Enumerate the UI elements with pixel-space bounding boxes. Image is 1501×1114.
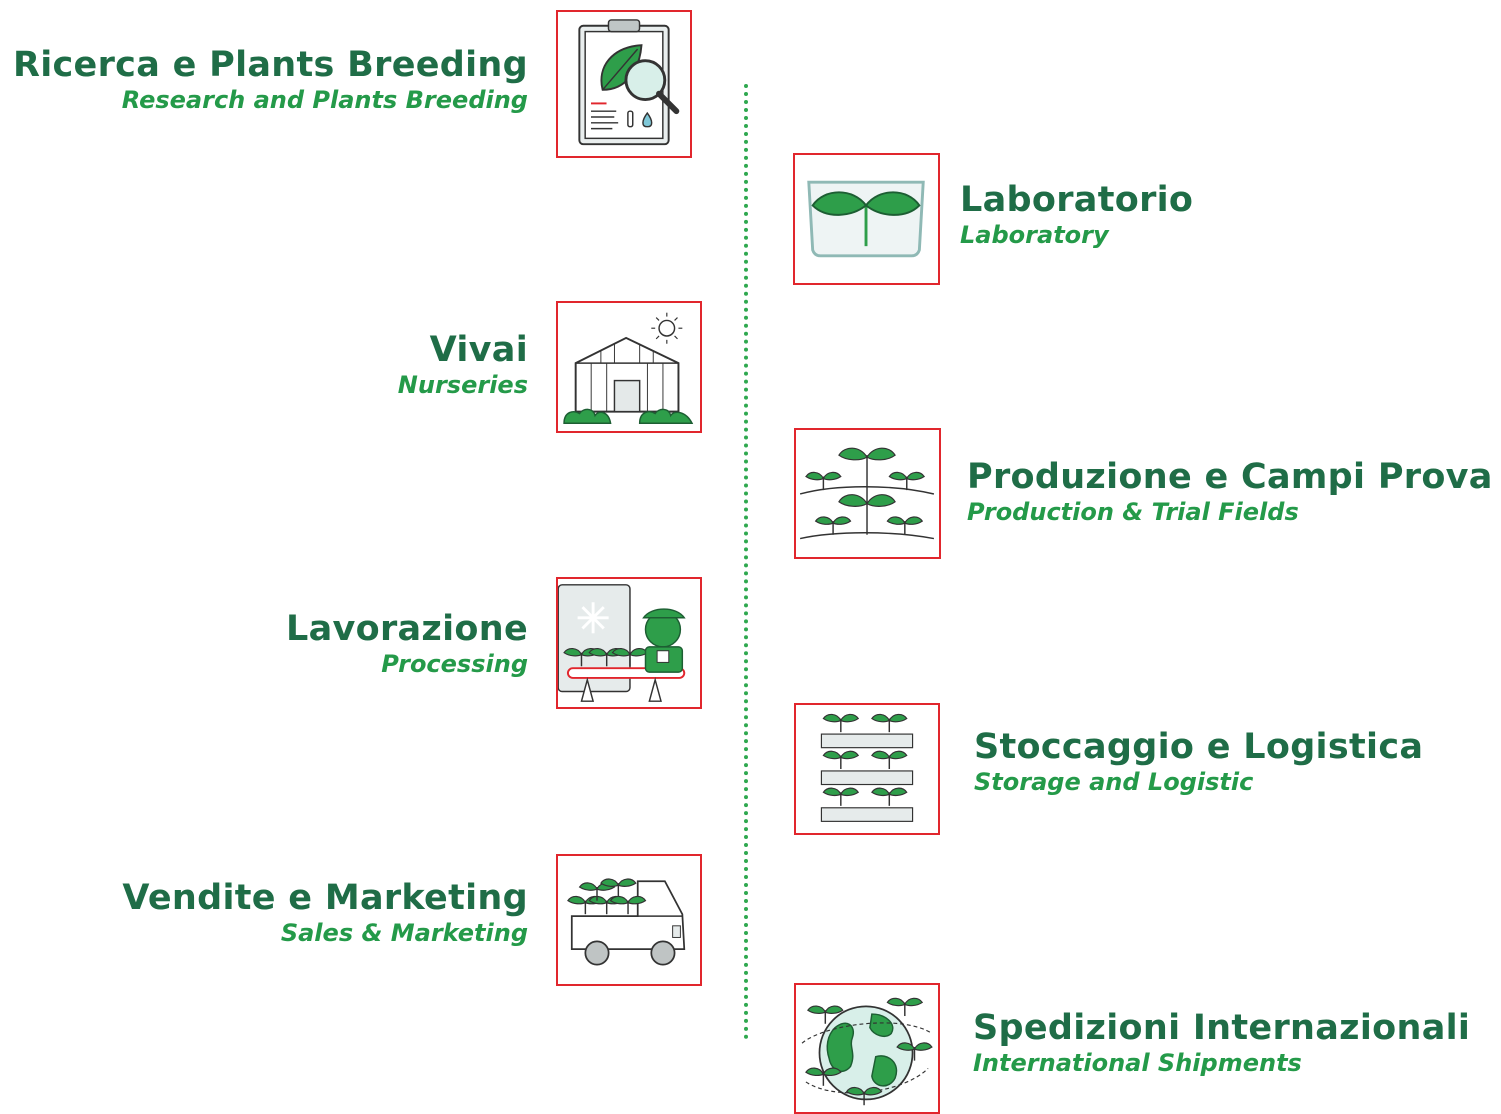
step-subtitle: Production & Trial Fields	[967, 498, 1299, 526]
step-subtitle: Nurseries	[397, 371, 528, 399]
step-subtitle: International Shipments	[973, 1049, 1302, 1077]
delivery-truck-icon	[556, 854, 702, 986]
step-vendite-label: Vendite e Marketing Sales & Marketing	[122, 878, 528, 948]
step-title: Produzione e Campi Prova	[967, 457, 1493, 497]
step-subtitle: Storage and Logistic	[974, 768, 1254, 796]
clipboard-leaf-magnifier-icon	[556, 10, 692, 158]
stacked-crates-icon	[794, 703, 940, 835]
step-vivai-label: Vivai Nurseries	[398, 330, 528, 400]
step-subtitle: Processing	[381, 650, 528, 678]
step-lavorazione-label: Lavorazione Processing	[286, 609, 528, 679]
step-laboratorio-label: Laboratorio Laboratory	[960, 180, 1193, 250]
step-title: Stoccaggio e Logistica	[974, 727, 1424, 767]
step-title: Spedizioni Internazionali	[973, 1008, 1471, 1048]
step-subtitle: Research and Plants Breeding	[121, 86, 528, 114]
step-title: Lavorazione	[285, 609, 528, 649]
step-title: Ricerca e Plants Breeding	[12, 45, 528, 85]
processing-conveyor-icon	[556, 577, 702, 709]
seedling-tray-icon	[793, 153, 940, 285]
step-title: Vendite e Marketing	[122, 878, 528, 918]
field-seedlings-icon	[794, 428, 941, 559]
step-subtitle: Sales & Marketing	[280, 919, 528, 947]
step-produzione-label: Produzione e Campi Prova Production & Tr…	[967, 457, 1493, 527]
greenhouse-icon	[556, 301, 702, 433]
step-spedizioni-label: Spedizioni Internazionali International …	[973, 1008, 1470, 1078]
step-title: Vivai	[429, 330, 528, 370]
step-stoccaggio-label: Stoccaggio e Logistica Storage and Logis…	[974, 727, 1423, 797]
step-ricerca-label: Ricerca e Plants Breeding Research and P…	[13, 45, 528, 115]
step-subtitle: Laboratory	[960, 221, 1109, 249]
timeline-dotted-line	[744, 84, 748, 1040]
globe-seedlings-icon	[794, 983, 940, 1114]
step-title: Laboratorio	[960, 180, 1194, 220]
